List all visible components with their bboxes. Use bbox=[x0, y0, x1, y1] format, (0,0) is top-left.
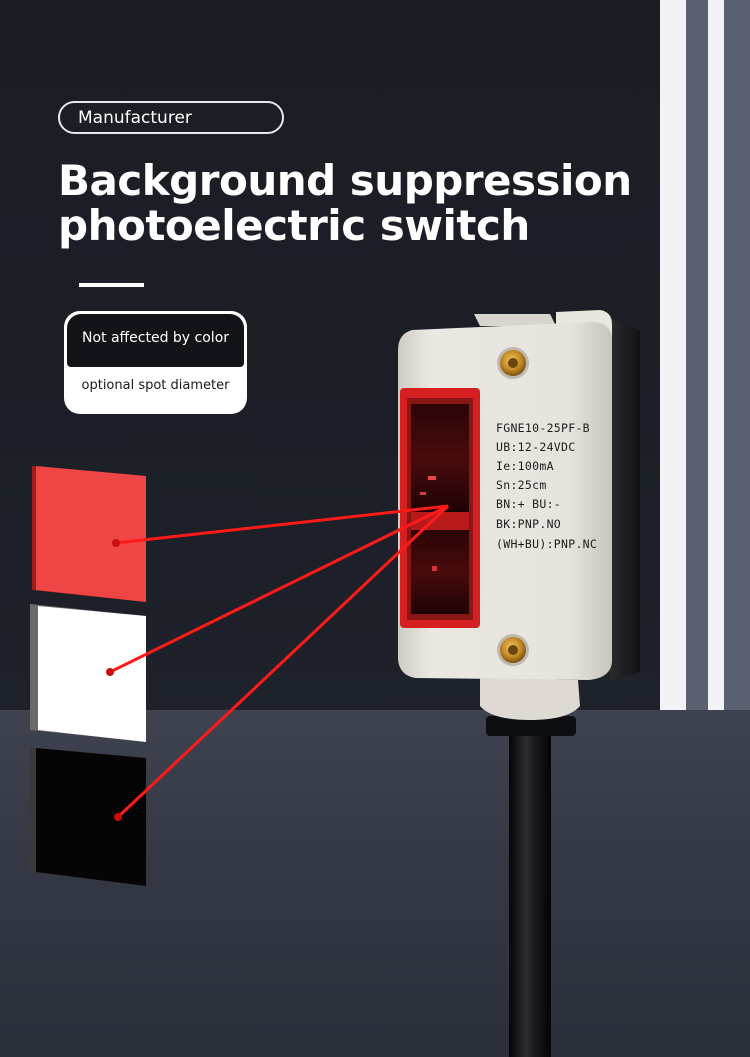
manufacturer-badge: Manufacturer bbox=[58, 101, 284, 134]
sensor-model-label: FGNE10-25PF-B bbox=[496, 421, 590, 435]
feature-primary-box: Not affected by color bbox=[67, 314, 244, 367]
sensor-current-label: Ie:100mA bbox=[496, 459, 554, 473]
decor-stripe-white bbox=[660, 0, 686, 710]
sample-black-tile bbox=[30, 748, 146, 886]
decor-stripe-slate bbox=[686, 0, 708, 710]
sensor-cable bbox=[486, 716, 576, 1057]
sensor-range-label: Sn:25cm bbox=[496, 478, 547, 492]
feature-card: Not affected by color optional spot diam… bbox=[64, 311, 247, 414]
laser-beams bbox=[106, 504, 450, 821]
decor-stripe-slate bbox=[724, 0, 750, 710]
page-title-line-2: photoelectric switch bbox=[58, 201, 530, 250]
sensor-wiring-nc-label: (WH+BU):PNP.NC bbox=[496, 537, 598, 551]
sensor-wiring-no-label: BK:PNP.NO bbox=[496, 517, 562, 531]
manufacturer-label: Manufacturer bbox=[78, 108, 192, 128]
title-divider bbox=[79, 283, 144, 287]
feature-secondary-text: optional spot diameter bbox=[81, 378, 230, 393]
sensor-voltage-label: UB:12-24VDC bbox=[496, 440, 576, 454]
decor-stripe-white bbox=[708, 0, 724, 710]
sensor-housing bbox=[398, 310, 640, 720]
sensor-wiring-power-label: BN:+ BU:- bbox=[496, 497, 562, 511]
page-title-line-1: Background suppression bbox=[58, 156, 632, 205]
sample-white-tile bbox=[30, 604, 146, 742]
feature-primary-text: Not affected by color bbox=[81, 330, 230, 346]
sample-red-tile bbox=[32, 466, 146, 602]
